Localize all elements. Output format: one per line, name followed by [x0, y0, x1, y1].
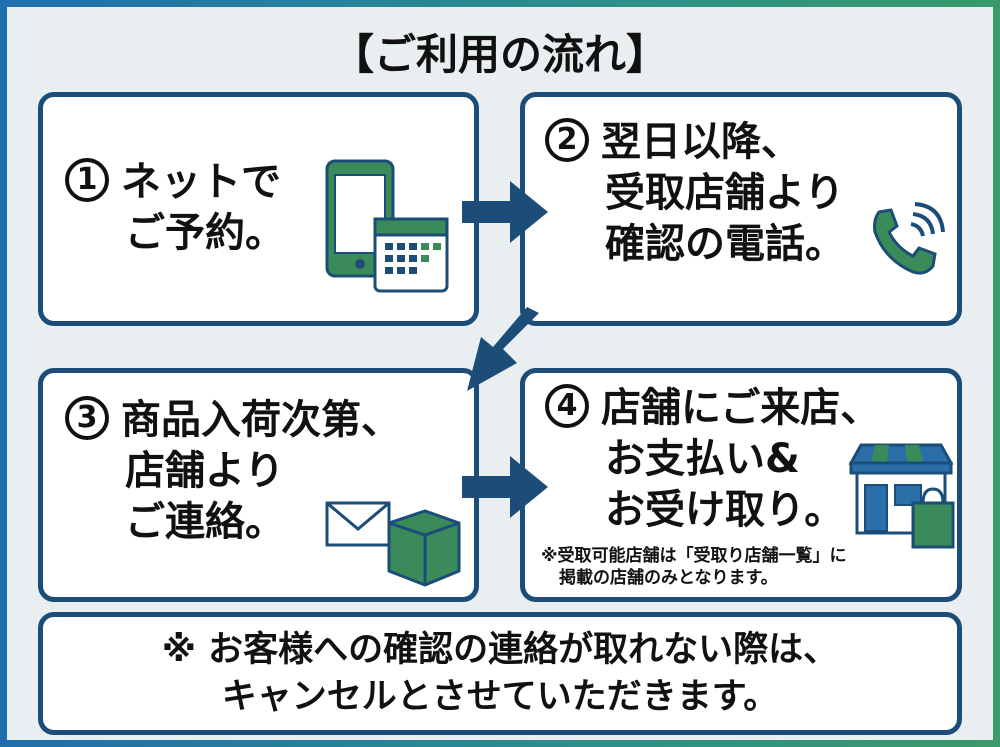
notice-line: ※ お客様への確認の連絡が取れない際は、: [161, 630, 839, 670]
step-text: お受け取り。: [605, 487, 845, 534]
step-text: 確認の電話。: [605, 221, 845, 268]
storefront-bag-icon: [848, 443, 955, 549]
step-text: 店舗より: [125, 448, 285, 495]
step-number: 4: [545, 384, 589, 428]
step-text: ご連絡。: [125, 499, 285, 546]
phone-ringing-icon: [873, 202, 945, 275]
cancellation-notice: ※ お客様への確認の連絡が取れない際は、 キャンセルとさせていただきます。: [38, 612, 962, 735]
smartphone-calendar-icon: [325, 159, 449, 293]
envelope-package-icon: [325, 501, 461, 587]
store-note: 掲載の店舗のみとなります。: [559, 568, 778, 589]
arrow-right-icon: [462, 456, 548, 518]
step-number: 3: [65, 396, 109, 440]
step-text: ご予約。: [125, 210, 285, 257]
step-number: 2: [545, 118, 589, 162]
step-2-card: 2 翌日以降、 受取店舗より 確認の電話。: [520, 92, 962, 326]
step-1-card: 1 ネットで ご予約。: [38, 92, 479, 326]
store-note: ※受取可能店舗は「受取り店舗一覧」に: [541, 546, 847, 566]
step-3-card: 3 商品入荷次第、 店舗より ご連絡。: [38, 368, 479, 602]
step-text: 店舗にご来店、: [601, 385, 881, 431]
page-title: 【ご利用の流れ】: [331, 30, 668, 79]
step-text: 商品入荷次第、: [121, 397, 401, 443]
step-text: お支払い&: [605, 436, 800, 483]
arrow-right-icon: [462, 181, 548, 243]
step-4-card: 4 店舗にご来店、 お支払い& お受け取り。 ※受取可能店舗は「受取り店舗一覧」に…: [520, 368, 962, 602]
arrow-diagonal-icon: [467, 307, 539, 391]
step-text: 受取店舗より: [605, 170, 845, 217]
step-text: 翌日以降、: [601, 119, 801, 165]
step-text: ネットで: [121, 159, 281, 205]
step-number: 1: [65, 158, 109, 202]
notice-line: キャンセルとさせていただきます。: [221, 677, 779, 718]
flow-panel: 【ご利用の流れ】 1 ネットで ご予約。 2 翌日以降、 受取店舗より 確認の電話。: [7, 7, 993, 740]
